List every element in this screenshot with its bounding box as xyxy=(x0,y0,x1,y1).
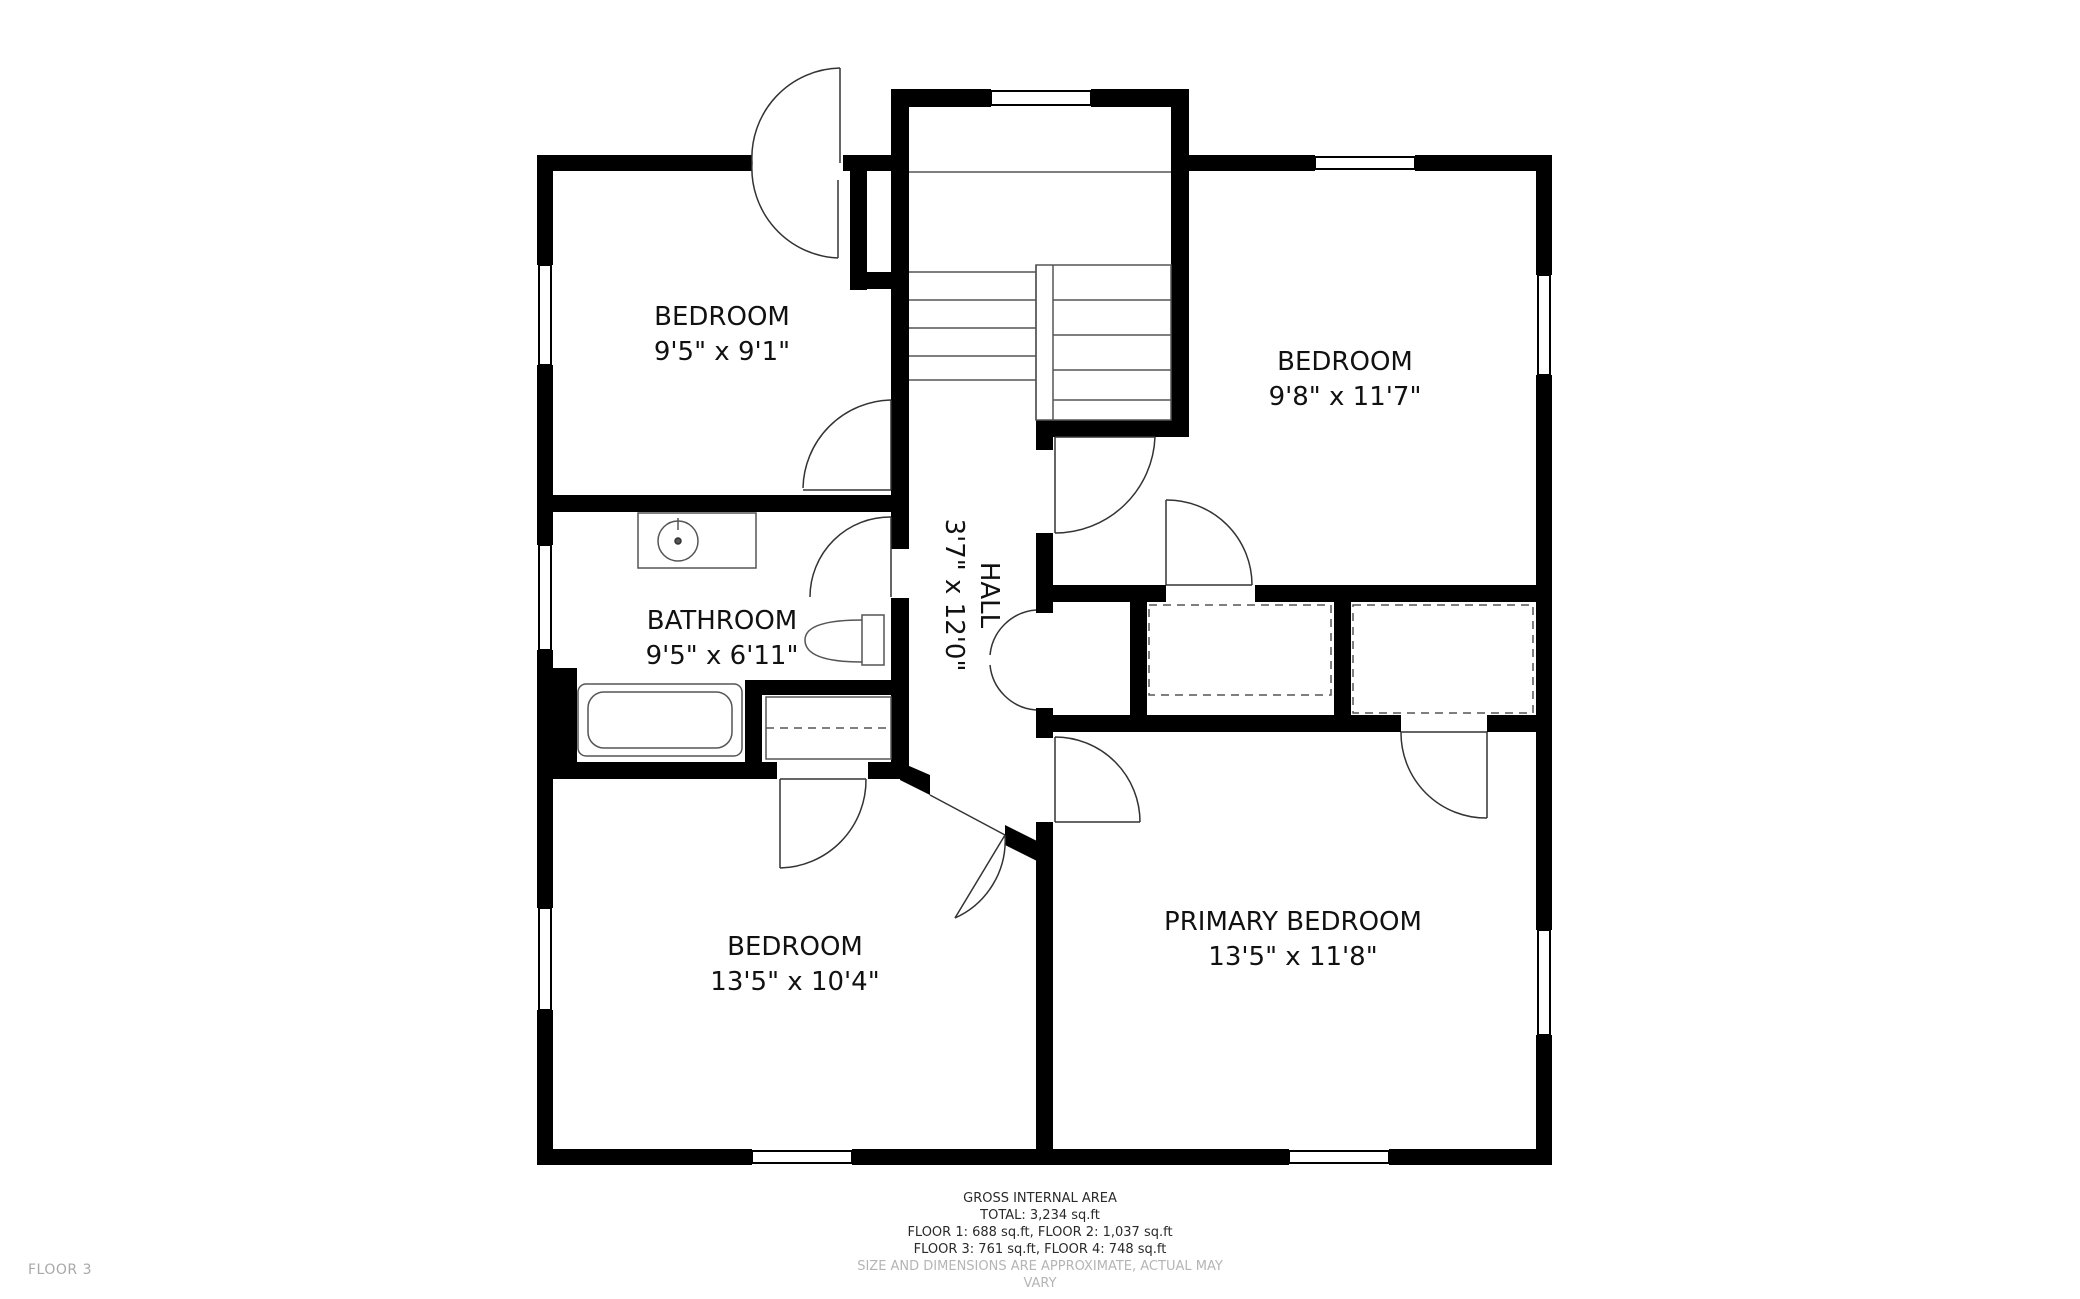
toilet-icon xyxy=(861,614,885,666)
area-floors-1-2: FLOOR 1: 688 sq.ft, FLOOR 2: 1,037 sq.ft xyxy=(907,1225,1173,1240)
doors xyxy=(577,67,1534,919)
wall xyxy=(745,680,909,695)
room-dims: 13'5" x 11'8" xyxy=(1208,942,1377,972)
wall xyxy=(1036,585,1166,602)
wall xyxy=(891,89,909,549)
windows xyxy=(538,90,1551,1164)
room-dims: 9'5" x 9'1" xyxy=(654,337,790,367)
wall xyxy=(1091,89,1189,107)
window xyxy=(1288,1150,1390,1164)
wall xyxy=(745,680,762,777)
wall xyxy=(1171,89,1189,437)
wall xyxy=(850,165,867,290)
window xyxy=(1537,274,1551,376)
area-floors-3-4: FLOOR 3: 761 sq.ft, FLOOR 4: 748 sq.ft xyxy=(913,1242,1167,1257)
room-name: BEDROOM xyxy=(1277,347,1413,377)
wall xyxy=(1187,155,1315,171)
wall xyxy=(1536,155,1552,275)
window xyxy=(1314,156,1416,170)
wall xyxy=(891,89,991,107)
door-swing xyxy=(751,162,839,259)
bathtub-icon xyxy=(577,683,743,757)
wall xyxy=(852,1149,1289,1165)
room-name: BEDROOM xyxy=(654,302,790,332)
window xyxy=(538,907,552,1011)
wall xyxy=(868,762,908,779)
walls xyxy=(537,89,1552,1165)
wall xyxy=(1036,420,1189,437)
wall xyxy=(1536,1035,1552,1165)
wall xyxy=(537,155,752,171)
window xyxy=(990,90,1092,106)
area-disclaimer: SIZE AND DIMENSIONS ARE APPROXIMATE, ACT… xyxy=(857,1259,1223,1291)
wall xyxy=(537,365,553,545)
wall xyxy=(900,762,930,795)
wall xyxy=(537,155,553,265)
wall xyxy=(1415,155,1552,171)
area-total: TOTAL: 3,234 sq.ft xyxy=(980,1208,1100,1223)
window xyxy=(538,544,552,651)
window xyxy=(751,1150,853,1164)
wall xyxy=(537,1149,752,1165)
wall xyxy=(1255,585,1552,602)
room-labels: BEDROOM 9'5" x 9'1" BEDROOM 9'8" x 11'7"… xyxy=(646,302,1422,997)
area-summary: GROSS INTERNAL AREA TOTAL: 3,234 sq.ft F… xyxy=(840,1190,1240,1292)
wall xyxy=(537,1010,553,1165)
wall xyxy=(1036,822,1053,1165)
room-dims: 9'5" x 6'11" xyxy=(646,641,799,671)
wall xyxy=(553,675,577,770)
wall xyxy=(1036,715,1401,732)
room-name: BATHROOM xyxy=(647,606,797,636)
wall xyxy=(1130,602,1147,715)
room-name: HALL xyxy=(974,562,1004,629)
sink-icon xyxy=(637,512,757,569)
wall xyxy=(553,762,777,779)
wall xyxy=(537,495,907,512)
room-dims: 9'8" x 11'7" xyxy=(1269,382,1422,412)
wall xyxy=(850,272,900,289)
area-heading: GROSS INTERNAL AREA xyxy=(963,1191,1117,1206)
floor-label: FLOOR 3 xyxy=(28,1262,92,1278)
room-name: BEDROOM xyxy=(727,932,863,962)
room-dims: 3'7" x 12'0" xyxy=(939,519,969,672)
room-dims: 13'5" x 10'4" xyxy=(710,967,879,997)
window xyxy=(538,264,552,366)
wall xyxy=(1005,825,1045,865)
wall xyxy=(1487,715,1552,732)
door-swing xyxy=(751,67,841,164)
wall xyxy=(537,775,553,908)
wall xyxy=(1036,420,1053,450)
wall xyxy=(1536,375,1552,930)
room-name: PRIMARY BEDROOM xyxy=(1164,907,1422,937)
wall xyxy=(1389,1149,1552,1165)
stairs xyxy=(909,171,1172,421)
window xyxy=(1537,929,1551,1036)
wall xyxy=(1334,602,1351,715)
